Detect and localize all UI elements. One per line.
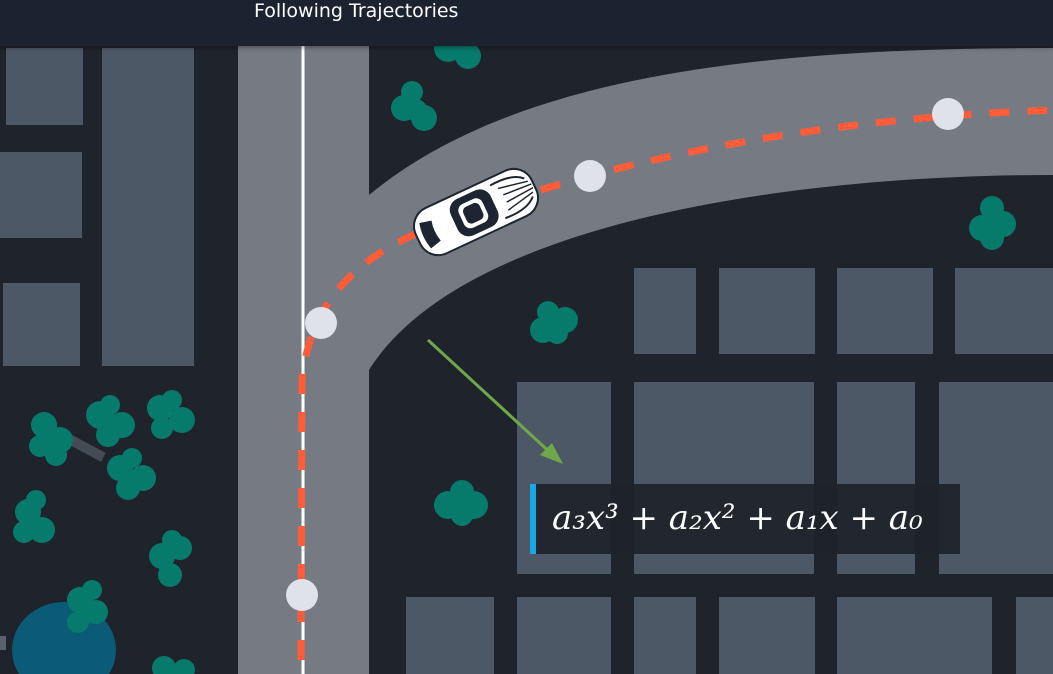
waypoint-dot-icon xyxy=(932,98,964,130)
tree-icon xyxy=(13,490,55,543)
arrow-icon xyxy=(426,338,563,464)
waypoint-dot-icon xyxy=(286,579,318,611)
polynomial-formula: a₃x³ + a₂x² + a₁x + a₀ xyxy=(552,498,923,538)
planned-trajectory xyxy=(297,106,1053,661)
tree-icon xyxy=(149,530,192,587)
formula-accent-bar xyxy=(530,484,536,554)
roads xyxy=(238,40,1053,674)
tree-icon xyxy=(391,81,437,131)
tree-icon xyxy=(107,448,156,500)
tree-icon xyxy=(152,656,195,674)
video-title-bar: Following Trajectories xyxy=(0,0,1053,46)
waypoint-dot-icon xyxy=(305,307,337,339)
polynomial-formula-box: a₃x³ + a₂x² + a₁x + a₀ xyxy=(530,484,960,554)
tree-icon xyxy=(67,580,108,633)
waypoints xyxy=(286,98,964,611)
video-title: Following Trajectories xyxy=(254,0,459,22)
trees xyxy=(13,30,1016,674)
tree-icon xyxy=(86,395,135,447)
tree-icon xyxy=(530,301,578,344)
waypoint-dot-icon xyxy=(574,160,606,192)
tree-icon xyxy=(969,196,1016,250)
car-top-view-icon xyxy=(413,167,539,257)
tree-icon xyxy=(434,480,488,526)
tree-icon xyxy=(29,412,73,466)
tree-icon xyxy=(147,390,195,439)
park-bench xyxy=(62,432,106,462)
path-stub xyxy=(0,636,6,650)
